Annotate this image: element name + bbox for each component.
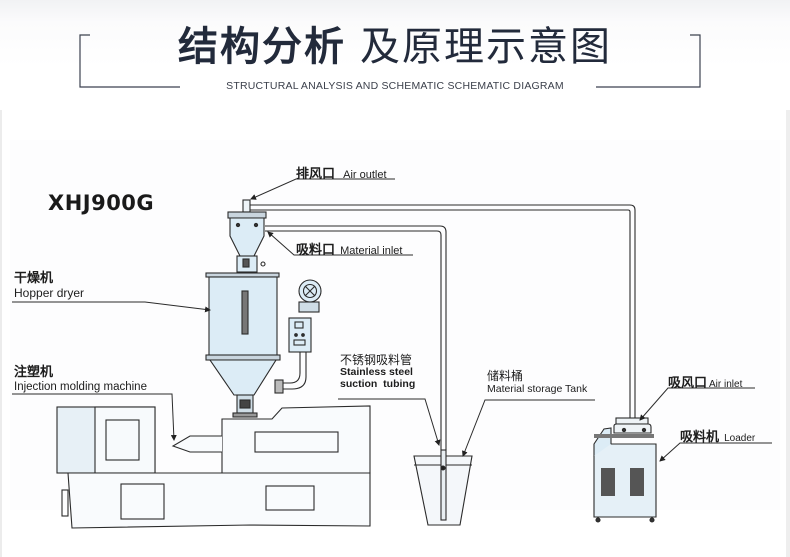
leader-lines bbox=[12, 178, 772, 462]
injection-molding-machine bbox=[56, 405, 371, 529]
page-title: 结构分析及原理示意图 bbox=[0, 14, 790, 72]
title-light: 及原理示意图 bbox=[360, 24, 612, 70]
title-bold: 结构分析 bbox=[178, 24, 346, 70]
material-storage-tank bbox=[413, 449, 473, 526]
right-bracket bbox=[596, 34, 701, 88]
air-pipe bbox=[248, 204, 636, 420]
header-background bbox=[0, 0, 790, 110]
material-pipe bbox=[265, 225, 447, 450]
right-frame-edge bbox=[786, 0, 790, 557]
header-brackets bbox=[79, 34, 701, 88]
left-bracket bbox=[79, 34, 180, 88]
loader-machine bbox=[593, 417, 657, 523]
label-suction-tubing: 不锈钢吸料管 Stainless steel suction tubing bbox=[340, 353, 416, 390]
page-subtitle: STRUCTURAL ANALYSIS AND SCHEMATIC SCHEMA… bbox=[226, 80, 564, 92]
label-injection-molding: 注塑机 Injection molding machine bbox=[14, 365, 147, 393]
label-storage-tank: 储料桶 Material storage Tank bbox=[487, 369, 588, 396]
hopper-dryer-body bbox=[205, 272, 281, 418]
model-number: XHJ900G bbox=[48, 191, 155, 215]
label-air-outlet: 排风口 Air outlet bbox=[296, 167, 387, 182]
blower-and-controls bbox=[274, 279, 322, 394]
label-hopper-dryer: 干燥机 Hopper dryer bbox=[14, 271, 85, 301]
left-frame-edge bbox=[0, 0, 2, 557]
hopper-loader-head bbox=[227, 199, 267, 273]
label-loader: 吸料机 Loader bbox=[680, 430, 756, 445]
label-material-inlet: 吸料口 Material inlet bbox=[296, 243, 403, 258]
